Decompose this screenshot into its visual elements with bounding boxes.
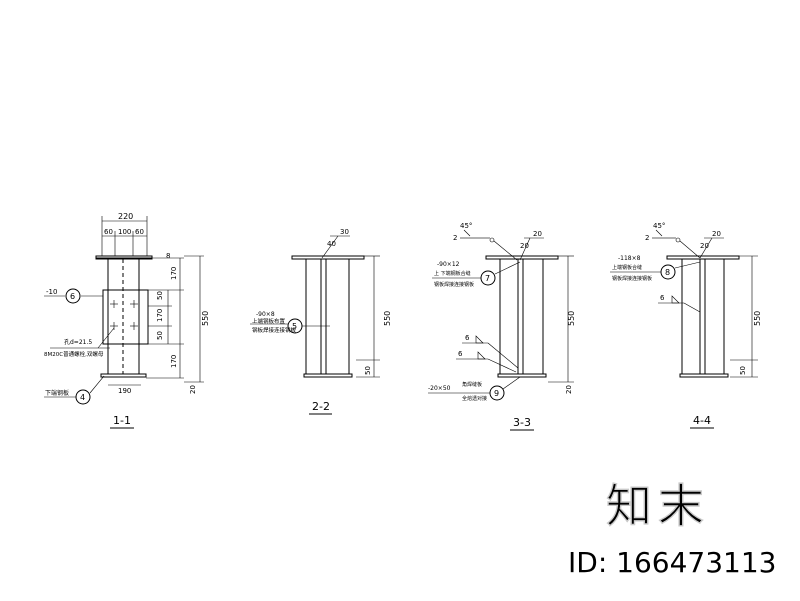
section-1-1: 220 60 100 60 8 170 50	[44, 212, 210, 429]
note-4-4-b: 钢板焊接连接钢板	[612, 275, 652, 282]
weld-a-4-4: 2	[645, 234, 649, 242]
dim-right-1: 170	[170, 267, 178, 280]
dim-base-2-2: 50	[364, 366, 372, 375]
weld-b-4-4: 20	[712, 230, 721, 238]
dim-right-4: 50	[156, 331, 164, 340]
dim-base-4-4: 50	[739, 366, 747, 375]
callout-4-num: 4	[80, 393, 85, 402]
note-4-4-a: 上端钢板合缝	[612, 264, 642, 271]
callout-5-text: -90×8	[256, 311, 275, 318]
section-3-3: 45° 2 20 20 550 20 7 -90×12 上 下端钢板合缝 钢板焊…	[428, 222, 576, 431]
note-2-2-a: 上端钢板布置	[252, 317, 286, 325]
note-3-3-a: 上 下端钢板合缝	[434, 270, 471, 277]
section-label-3-3: 3-3	[513, 416, 531, 429]
note-2-2-b: 钢板焊接连接钢板	[252, 326, 297, 334]
note-3-3-c: 角焊缝板	[462, 381, 482, 388]
dim-right-2: 50	[156, 291, 164, 300]
dim-height-4-4: 550	[753, 311, 762, 326]
callout-8-text: -118×8	[618, 255, 641, 262]
weld-a-3-3: 2	[453, 234, 457, 242]
angle-3-3: 45°	[460, 222, 472, 230]
section-label-2-2: 2-2	[312, 400, 330, 413]
section-label-4-4: 4-4	[693, 414, 711, 427]
callout-6-num: 6	[70, 292, 75, 301]
note-bolt: 8M20C普通螺栓,双螺母	[44, 350, 104, 358]
dim-height: 550	[201, 311, 210, 326]
angle-4-4: 45°	[653, 222, 665, 230]
section-label-1-1: 1-1	[113, 414, 131, 427]
weld-b-2-2: 30	[340, 228, 349, 236]
fillet-2-3-3: 6	[458, 350, 463, 358]
bolt-group	[110, 300, 138, 330]
dim-right-5: 170	[170, 355, 178, 368]
dim-top-part-1: 60	[104, 228, 113, 236]
callout-8-num: 8	[665, 268, 670, 277]
dim-top-part-3: 60	[135, 228, 144, 236]
dim-small-right: 8	[166, 252, 170, 260]
callout-5-num: 5	[292, 322, 297, 331]
section-4-4: 45° 2 20 20 550 50 8 -118×8 上端钢板合缝 钢板焊接	[610, 222, 762, 429]
weld-c-4-4: 20	[700, 242, 709, 250]
weld-b-3-3: 20	[533, 230, 542, 238]
callout-9-num: 9	[494, 389, 499, 398]
dim-bottom-width: 190	[118, 387, 131, 395]
callout-4-text: 下端钢板	[45, 389, 69, 397]
note-hole: 孔d=21.5	[64, 338, 92, 346]
dim-top-part-2: 100	[118, 228, 131, 236]
weld-a-2-2: 40	[327, 240, 336, 248]
weld-c-3-3: 20	[520, 242, 529, 250]
callout-7-num: 7	[485, 274, 490, 283]
note-3-3-b: 钢板焊接连接钢板	[434, 281, 474, 288]
dim-height-3-3: 550	[567, 311, 576, 326]
callout-6-text: -10	[46, 288, 57, 296]
callout-7-text: -90×12	[437, 261, 460, 268]
watermark-logo: 知末	[606, 479, 710, 533]
callout-9-text: -20×50	[428, 385, 451, 392]
dim-right-3: 170	[156, 309, 164, 322]
section-2-2: 40 30 550 50 5 -90×8 上端钢板布置 钢板焊接连接钢板 2-2	[250, 228, 392, 415]
dim-base-3-3: 20	[565, 385, 573, 394]
watermark-id: ID: 166473113	[568, 546, 776, 579]
dim-top-total: 220	[118, 212, 133, 221]
watermark: 知末 ID: 166473113	[568, 478, 776, 579]
dim-height-2-2: 550	[383, 311, 392, 326]
dim-base: 20	[189, 385, 197, 394]
fillet-1-4-4: 6	[660, 294, 665, 302]
note-3-3-d: 全熔透对接	[462, 395, 487, 402]
fillet-1-3-3: 6	[465, 334, 470, 342]
